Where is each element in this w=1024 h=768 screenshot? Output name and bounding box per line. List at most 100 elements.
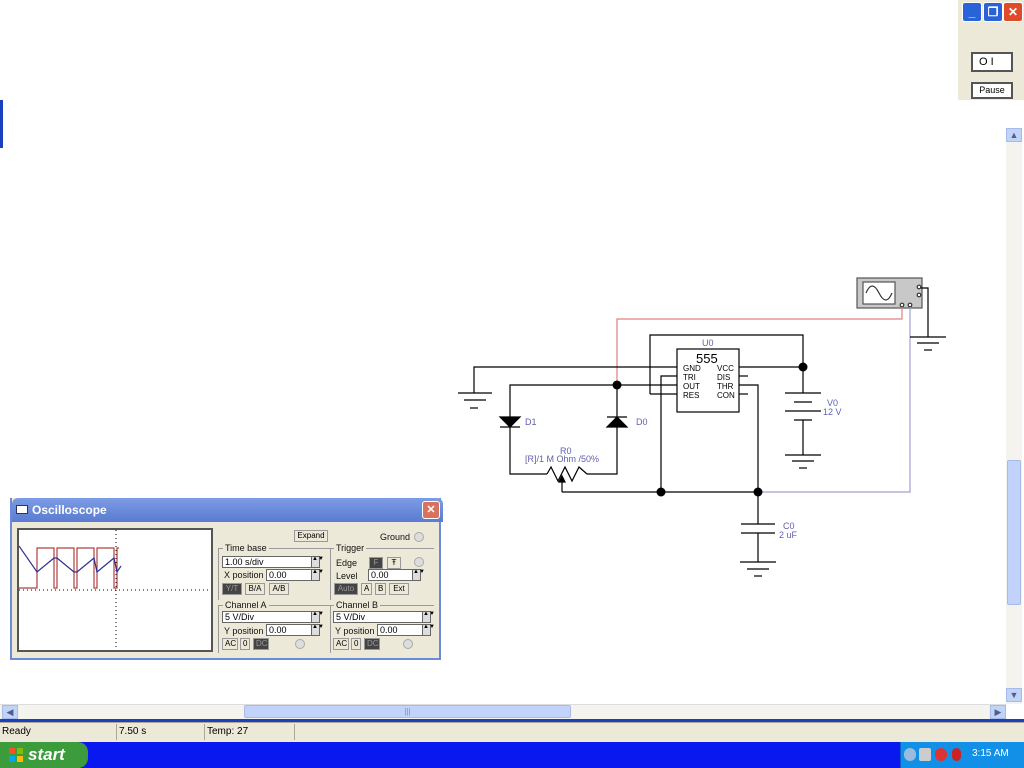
ground-terminal[interactable]: [414, 532, 424, 542]
r0-ref-label: R0: [560, 446, 572, 456]
diode-d1: [498, 416, 522, 428]
trigger-auto-button[interactable]: Auto: [334, 583, 358, 595]
window-border: [0, 719, 1024, 722]
level-label: Level: [336, 571, 358, 581]
vertical-scroll-thumb[interactable]: [1007, 460, 1021, 605]
channel-b-ypos-input[interactable]: 0.00: [377, 624, 423, 636]
scroll-up-button[interactable]: ▲: [1006, 128, 1022, 142]
windows-logo-icon: [9, 748, 23, 762]
timebase-label: Time base: [223, 543, 269, 553]
channel-b-trace: [19, 545, 122, 574]
channel-b-ac-button[interactable]: AC: [333, 638, 349, 650]
edge-label: Edge: [336, 558, 358, 568]
channel-a-dc-button[interactable]: DC: [253, 638, 269, 650]
close-button[interactable]: ✕: [1003, 2, 1023, 22]
x-position-spinner[interactable]: ▲▼: [311, 569, 324, 581]
pin-label: RES: [683, 391, 699, 400]
pin-label: THR: [717, 382, 734, 391]
ground-symbol: [458, 392, 492, 409]
restore-button[interactable]: ❐: [983, 2, 1003, 22]
trigger-a-button[interactable]: A: [361, 583, 372, 595]
status-state: Ready: [0, 724, 117, 740]
edge-rising-button[interactable]: F: [369, 557, 383, 569]
ground-symbol: [785, 454, 821, 469]
timebase-group: [218, 548, 330, 600]
channel-b-label: Channel B: [334, 600, 381, 610]
channel-b-zero-button[interactable]: 0: [351, 638, 361, 650]
channel-a-ypos-label: Y position: [224, 626, 264, 636]
channel-a-wire: [616, 307, 903, 385]
mode-ba-button[interactable]: B/A: [245, 583, 265, 595]
channel-a-group: [218, 605, 330, 653]
channel-a-scale-spinner[interactable]: ▲▼: [311, 611, 324, 623]
channel-b-ypos-spinner[interactable]: ▲▼: [422, 624, 435, 636]
tray-expand-icon[interactable]: [904, 748, 916, 761]
channel-a-terminal[interactable]: [295, 639, 305, 649]
diode-d0: [605, 416, 629, 428]
trigger-b-button[interactable]: B: [375, 583, 386, 595]
pause-button[interactable]: Pause: [971, 82, 1013, 99]
c0-value-label: 2 uF: [779, 530, 798, 540]
mode-yt-button[interactable]: Y/T: [222, 583, 242, 595]
channel-a-scale-input[interactable]: 5 V/Div: [222, 611, 312, 623]
ic-555: [676, 348, 740, 413]
pin-label: CON: [717, 391, 735, 400]
oscilloscope-title[interactable]: Oscilloscope: [12, 498, 443, 522]
channel-b-scale-spinner[interactable]: ▲▼: [422, 611, 435, 623]
ground-label: Ground: [380, 532, 411, 542]
ic-ref-label: U0: [702, 338, 714, 348]
channel-b-terminal[interactable]: [403, 639, 413, 649]
trigger-level-spinner[interactable]: ▲▼: [412, 569, 425, 581]
minimize-button[interactable]: _: [962, 2, 982, 22]
window-edge: [0, 100, 3, 148]
ground-symbol: [740, 561, 776, 577]
trigger-ext-button[interactable]: Ext: [389, 583, 409, 595]
pin-label: TRI: [683, 373, 696, 382]
edge-falling-button[interactable]: Ŧ: [387, 557, 401, 569]
security-icon[interactable]: [935, 748, 947, 761]
d0-label: D0: [636, 417, 648, 427]
r0-value-label: [R]/1 M Ohm /50%: [525, 454, 599, 464]
channel-b-wire: [758, 307, 911, 493]
pin-label: DIS: [717, 373, 730, 382]
status-bar: [0, 722, 1024, 742]
start-button[interactable]: start: [0, 742, 88, 768]
oscilloscope-window: Oscilloscope ✕ Expand Ground Time base 1…: [10, 498, 443, 660]
horizontal-scroll-thumb[interactable]: |||: [244, 705, 571, 718]
trigger-terminal[interactable]: [414, 557, 424, 567]
channel-a-ypos-spinner[interactable]: ▲▼: [311, 624, 324, 636]
status-temperature: Temp: 27: [205, 724, 295, 740]
channel-b-ypos-label: Y position: [335, 626, 375, 636]
channel-a-ac-button[interactable]: AC: [222, 638, 238, 650]
network-icon[interactable]: [919, 748, 931, 761]
oscilloscope-instrument[interactable]: [856, 277, 923, 309]
clock: 3:15 AM: [972, 748, 1009, 759]
d1-label: D1: [525, 417, 537, 427]
scroll-right-button[interactable]: ▶: [990, 705, 1006, 719]
power-switch[interactable]: O I: [971, 52, 1013, 72]
channel-a-zero-button[interactable]: 0: [240, 638, 250, 650]
expand-button[interactable]: Expand: [294, 530, 328, 542]
channel-a-label: Channel A: [223, 600, 269, 610]
taskbar: [0, 742, 1024, 768]
x-position-label: X position: [224, 570, 264, 580]
mode-ab-button[interactable]: A/B: [269, 583, 289, 595]
vertical-scrollbar[interactable]: [1006, 128, 1022, 704]
timebase-spinner[interactable]: ▲▼: [311, 556, 324, 568]
timebase-input[interactable]: 1.00 s/div: [222, 556, 312, 568]
pin-label: VCC: [717, 364, 734, 373]
ic-type-label: 555: [696, 351, 718, 366]
oscilloscope-close-button[interactable]: ✕: [422, 501, 440, 519]
channel-b-scale-input[interactable]: 5 V/Div: [333, 611, 423, 623]
channel-a-ypos-input[interactable]: 0.00: [266, 624, 312, 636]
v0-value-label: 12 V: [823, 407, 842, 417]
status-sim-time: 7.50 s: [117, 724, 205, 740]
x-position-input[interactable]: 0.00: [266, 569, 312, 581]
alert-icon[interactable]: [952, 748, 961, 761]
scroll-down-button[interactable]: ▼: [1006, 688, 1022, 702]
channel-b-dc-button[interactable]: DC: [364, 638, 380, 650]
trigger-level-input[interactable]: 0.00: [368, 569, 414, 581]
trigger-label: Trigger: [334, 543, 367, 553]
scroll-left-button[interactable]: ◀: [2, 705, 18, 719]
